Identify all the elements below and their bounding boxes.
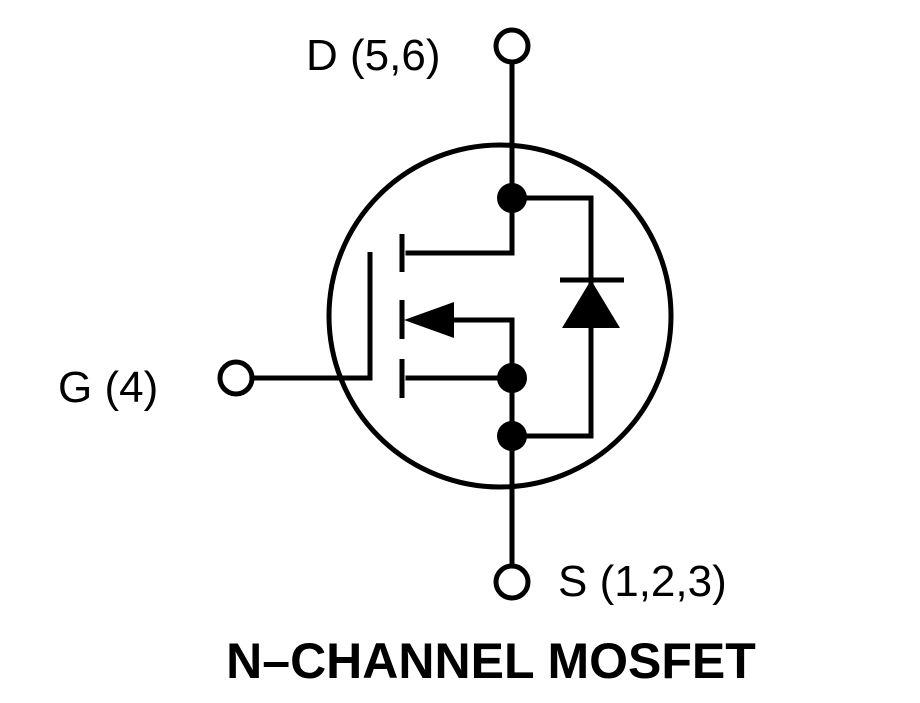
package-outline — [326, 142, 674, 490]
junction-dot-body — [497, 363, 527, 393]
junction-dot-drain — [497, 183, 527, 213]
diode-triangle — [562, 280, 620, 328]
drain-label: D (5,6) — [306, 31, 440, 80]
diagram-caption: N–CHANNEL MOSFET — [226, 633, 756, 689]
source-terminal — [493, 563, 531, 601]
junction-dot-source — [497, 421, 527, 451]
drain-terminal — [493, 27, 531, 65]
gate-terminal — [217, 359, 255, 397]
body-arrow — [404, 302, 454, 338]
gate-label: G (4) — [58, 363, 158, 412]
source-label: S (1,2,3) — [558, 557, 727, 606]
